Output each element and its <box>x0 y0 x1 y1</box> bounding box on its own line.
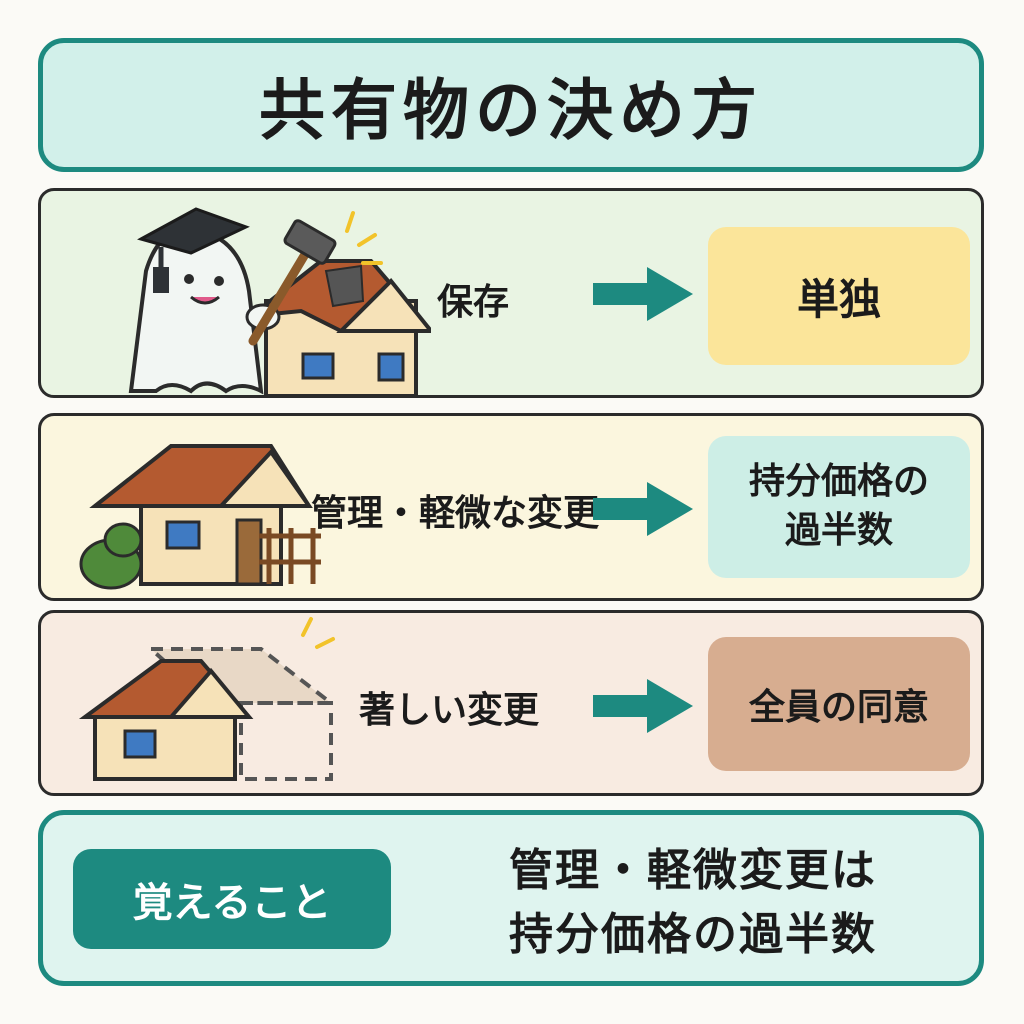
graduation-cap-icon <box>137 207 250 293</box>
arrow-right-icon <box>593 482 693 536</box>
fence-icon <box>259 528 321 584</box>
house-icon <box>89 444 313 586</box>
memo-panel: 覚えること 管理・軽微変更は 持分価格の過半数 <box>38 810 984 986</box>
house-expansion-illustration <box>78 617 337 781</box>
rule-row-preservation: 保存 単独 <box>38 188 984 398</box>
result-badge-major-change: 全員の同意 <box>708 637 970 771</box>
memo-badge: 覚えること <box>73 849 391 949</box>
rule-row-management: 管理・軽微な変更 持分価格の 過半数 <box>38 413 984 601</box>
action-label-management: 管理・軽微な変更 <box>311 493 600 534</box>
action-label-major-change: 著しい変更 <box>359 690 540 731</box>
house-icon <box>78 659 254 781</box>
title-panel: 共有物の決め方 <box>38 38 984 172</box>
ghost-icon <box>128 227 281 395</box>
result-text-preservation: 単独 <box>796 274 881 324</box>
arrow-right-icon <box>593 679 693 733</box>
ghost-repair-illustration <box>128 207 431 397</box>
bush-icon <box>79 522 143 590</box>
memo-line-2: 持分価格の過半数 <box>509 908 877 960</box>
hammer-icon <box>248 211 383 346</box>
rule-row-major-change: 著しい変更 全員の同意 <box>38 610 984 796</box>
action-label-preservation: 保存 <box>437 282 510 323</box>
house-garden-illustration <box>79 444 321 590</box>
page-title: 共有物の決め方 <box>259 72 763 149</box>
result-badge-management: 持分価格の 過半数 <box>708 436 970 578</box>
memo-line-1: 管理・軽微変更は <box>509 845 877 896</box>
arrow-right-icon <box>593 267 693 321</box>
memo-badge-label: 覚えること <box>132 880 332 926</box>
result-text-management-line2: 過半数 <box>784 510 893 551</box>
house-icon <box>244 259 431 397</box>
result-badge-preservation: 単独 <box>708 227 970 365</box>
memo-text: 管理・軽微変更は 持分価格の過半数 <box>423 839 963 967</box>
result-text-management-line1: 持分価格の <box>748 461 929 503</box>
result-text-major-change: 全員の同意 <box>748 687 929 728</box>
